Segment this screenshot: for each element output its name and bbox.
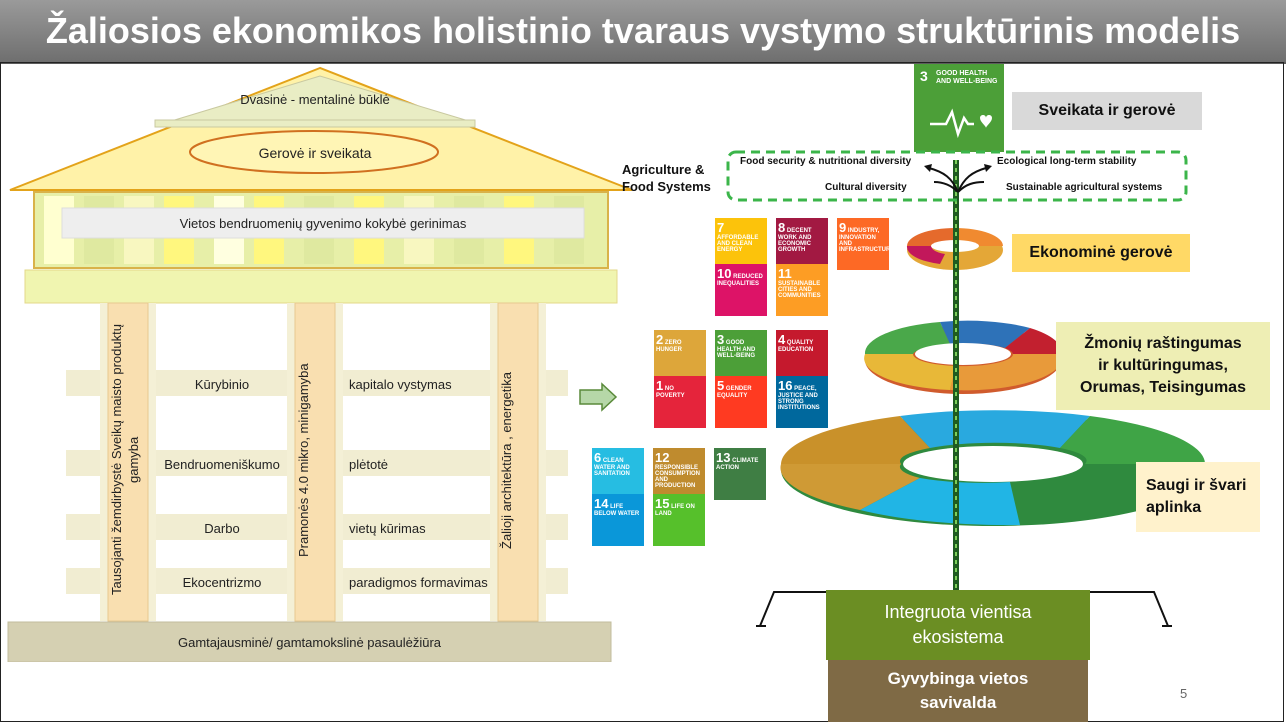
sdg-3-tile: 3 GOOD HEALTH AND WELL-BEING [715, 330, 767, 382]
row-right-4: paradigmos formavimas [349, 575, 488, 590]
ecological-label: Ecological long-term stability [997, 156, 1137, 167]
sdg-top-tile: 3 GOOD HEALTH AND WELL-BEING [914, 64, 1004, 152]
ecosystem-box: Integruota vientisa ekosistema [826, 590, 1090, 660]
sustainable-label: Sustainable agricultural systems [1006, 182, 1163, 193]
sdg-6-tile: 6 CLEAN WATER AND SANITATION [592, 448, 644, 500]
central-stem [953, 160, 959, 592]
column-2-label-wrap: Pramonės 4.0 mikro, minigamyba [295, 310, 335, 610]
column-3-label-wrap: Žalioji architektūra , energetika [498, 310, 538, 610]
temple-column-3 [490, 302, 546, 622]
governance-label-2: savivalda [919, 693, 997, 712]
cultural-label: Cultural diversity [825, 182, 907, 193]
sdg-1-tile: 1 NO POVERTY [654, 376, 706, 428]
sdg-10-tile: 10 REDUCED INEQUALITIES [715, 264, 767, 316]
sdg-2-tile: 2 ZERO HUNGER [654, 330, 706, 382]
rings-graphic [780, 228, 1205, 526]
row-left-3: Darbo [204, 521, 240, 536]
temple-roof [9, 66, 633, 191]
sdg-15-tile: 15 LIFE ON LAND [653, 494, 705, 546]
page-number: 5 [1180, 686, 1188, 701]
environment-label-2: aplinka [1146, 499, 1202, 516]
row-right-1: kapitalo vystymas [349, 377, 452, 392]
roof-band [154, 119, 476, 128]
column-2-label: Pramonės 4.0 mikro, minigamyba [296, 363, 311, 557]
sdg-11-tile: 11 SUSTAINABLE CITIES AND COMMUNITIES [776, 264, 828, 316]
column-3-label: Žalioji architektūra , energetika [499, 371, 514, 549]
heartbeat-icon [930, 108, 992, 138]
social-label-2: ir kultūringumas, [1098, 357, 1228, 374]
roof-oval-label: Gerovė ir sveikata [258, 145, 372, 161]
row-left-4: Ekocentrizmo [182, 575, 262, 590]
economy-label: Ekonominė gerovė [1012, 234, 1190, 272]
sdg-9-tile: 9 INDUSTRY, INNOVATION AND INFRASTRUCTUR… [837, 218, 894, 270]
agri-dashed-box [726, 150, 1188, 202]
ecosystem-label-1: Integruota vientisa [884, 602, 1032, 622]
roof-top-label: Dvasinė - mentalinė būklė [240, 92, 390, 107]
sdg-8-tile: 8 DECENT WORK AND ECONOMIC GROWTH [776, 218, 828, 270]
health-label: Sveikata ir gerovė [1012, 92, 1202, 130]
temple-base [7, 621, 612, 662]
arrow-right-icon [579, 382, 618, 412]
social-label: Žmonių raštingumas ir kultūringumas, Oru… [1056, 322, 1270, 410]
row-left-2: Bendruomeniškumo [164, 457, 280, 472]
sdg-4-tile: 4 QUALITY EDUCATION [776, 330, 828, 382]
temple-architrave [24, 269, 618, 304]
sdg-12-tile: 12 RESPONSIBLE CONSUMPTION AND PRODUCTIO… [653, 448, 705, 500]
ring-environment [780, 410, 1205, 526]
agri-label-1: Agriculture & [622, 162, 705, 177]
agri-label: Agriculture & Food Systems [622, 161, 711, 195]
sdg-13-tile: 13 CLIMATE ACTION [714, 448, 766, 500]
slide-title: Žaliosios ekonomikos holistinio tvaraus … [45, 10, 1241, 51]
sdg-14-tile: 14 LIFE BELOW WATER [592, 494, 644, 546]
sdg-16-tile: 16 PEACE, JUSTICE AND STRONG INSTITUTION… [776, 376, 828, 428]
column-1-label: Tausojanti žemdirbystė Sveikų maisto pro… [109, 324, 141, 596]
sdg-7-tile: 7 AFFORDABLE AND CLEAN ENERGY [715, 218, 767, 270]
agri-label-2: Food Systems [622, 179, 711, 194]
base-label: Gamtajausminė/ gamtamokslinė pasaulėžiūr… [177, 634, 441, 650]
governance-label-1: Gyvybinga vietos [887, 669, 1029, 688]
slide-frame [0, 62, 1284, 722]
sdg-top-number: 3 [920, 68, 928, 84]
ecosystem-label-2: ekosistema [912, 627, 1004, 647]
title-bar [0, 0, 1286, 64]
temple-column-2 [287, 302, 343, 622]
temple-column-1 [100, 302, 156, 622]
temple-graphic [7, 66, 633, 662]
frieze-band [61, 207, 585, 239]
governance-box: Gyvybinga vietos savivalda [828, 660, 1088, 722]
column-1-label-wrap: Tausojanti žemdirbystė Sveikų maisto pro… [108, 310, 148, 610]
roof-oval [189, 130, 439, 174]
food-security-label: Food security & nutritional diversity [740, 156, 912, 167]
frieze-columns [44, 196, 584, 264]
row-right-3: vietų kūrimas [349, 521, 426, 536]
frieze-label: Vietos bendruomenių gyvenimo kokybė geri… [179, 215, 467, 231]
environment-label: Saugi ir švari aplinka [1136, 462, 1260, 532]
social-label-3: Orumas, Teisingumas [1080, 379, 1246, 396]
sdg-top-text: GOOD HEALTH AND WELL-BEING [936, 70, 998, 85]
row-left-1: Kūrybinio [194, 377, 250, 392]
social-label-1: Žmonių raštingumas [1084, 335, 1242, 352]
sdg-5-tile: 5 GENDER EQUALITY [715, 376, 767, 428]
environment-label-1: Saugi ir švari [1146, 477, 1247, 494]
ring-social [864, 320, 1062, 394]
row-right-2: plėtotė [349, 457, 389, 472]
